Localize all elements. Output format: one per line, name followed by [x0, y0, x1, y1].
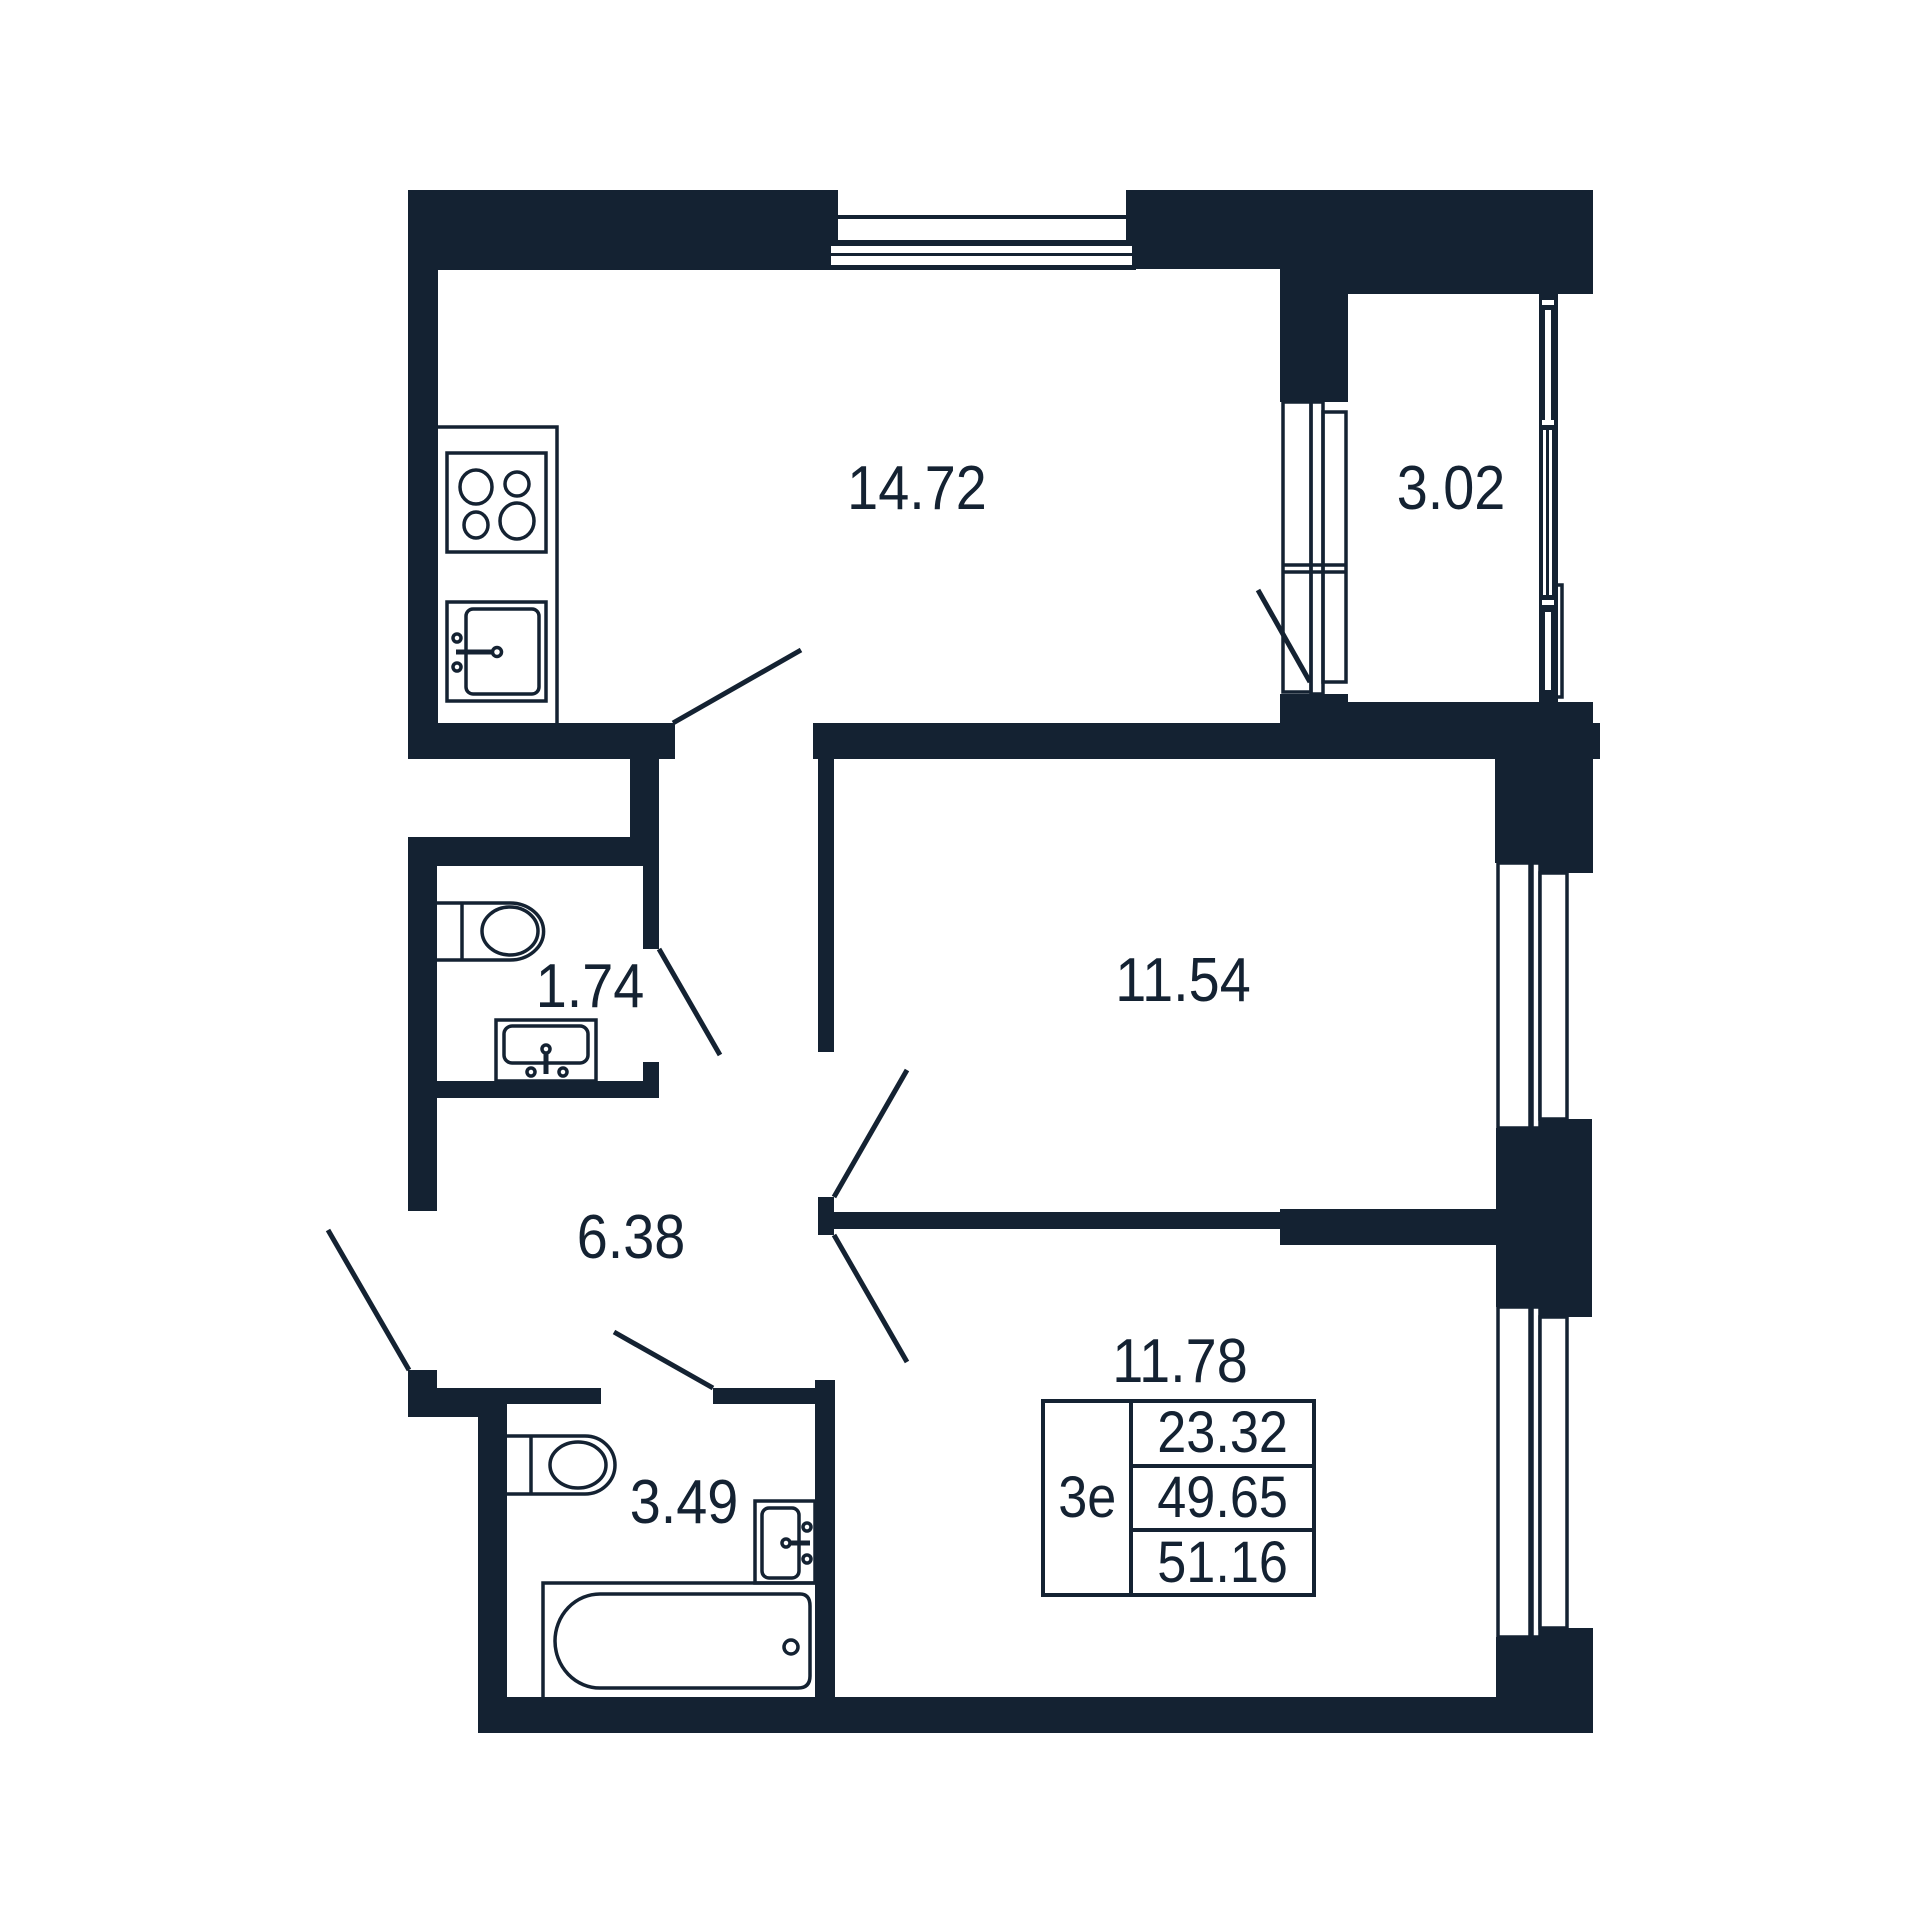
door-balcony [1255, 588, 1313, 684]
wall-balcony-bottom [1280, 694, 1348, 759]
area-label-bedroom-1: 11.54 [1115, 946, 1251, 1015]
living-area: 23.32 [1157, 1400, 1288, 1466]
window-icon [1496, 861, 1569, 1130]
wall-partition-thin [834, 1212, 1284, 1229]
area-label-wc: 1.74 [535, 952, 645, 1021]
wall-bedroom1-left [818, 723, 834, 1052]
total-area-balcony-row: 51.16 [1133, 1528, 1312, 1593]
living-area-row: 23.32 [1133, 1403, 1312, 1464]
toilet-icon [507, 1434, 617, 1496]
total-area: 49.65 [1157, 1465, 1288, 1530]
wall-right-pier-middle-outer [1540, 1119, 1592, 1317]
area-values: 23.32 49.65 51.16 [1133, 1403, 1312, 1593]
wall-left-kitchen [408, 190, 438, 759]
wall-partition-thick [1280, 1209, 1500, 1245]
washbasin-icon [753, 1499, 817, 1585]
area-label-kitchen-living: 14.72 [847, 454, 987, 523]
unit-type-cell: 3е [1045, 1403, 1133, 1593]
area-summary-table: 3е 23.32 49.65 51.16 [1041, 1399, 1316, 1597]
door-wc [656, 947, 723, 1057]
area-label-bedroom-2: 11.78 [1112, 1327, 1248, 1396]
door-bedroom1 [831, 1068, 910, 1199]
door-bedroom2 [831, 1233, 910, 1364]
balcony-door-frame [1281, 400, 1348, 696]
wall-wc-right [643, 837, 659, 949]
walls [408, 190, 1600, 1733]
wall-bath-top-left [437, 1388, 601, 1404]
wall-right-pier-upper-outer [1540, 702, 1593, 873]
wall-bottom [478, 1697, 1593, 1733]
wall-bath-right [815, 1380, 835, 1733]
stove-icon [445, 451, 548, 554]
area-label-bathroom: 3.49 [629, 1468, 739, 1537]
window-icon [827, 215, 1136, 270]
wall-kitchen-right [1280, 190, 1348, 402]
total-area-row: 49.65 [1133, 1463, 1312, 1530]
wall-wc-bottom [437, 1081, 659, 1098]
kitchen-counter [437, 425, 559, 723]
door-entrance [325, 1228, 412, 1372]
kitchen-sink-icon [445, 600, 548, 703]
washbasin-icon [494, 1018, 598, 1083]
wall-bath-left [478, 1388, 507, 1733]
total-area-with-balcony: 51.16 [1157, 1529, 1288, 1595]
area-label-balcony: 3.02 [1396, 454, 1506, 523]
wall-bedroom-door-stub [818, 1197, 834, 1235]
door-bathroom [612, 1329, 715, 1391]
door-kitchen [671, 647, 803, 726]
wall-top-left [408, 190, 838, 270]
area-label-hall: 6.38 [576, 1203, 686, 1272]
wall-left-hall [408, 837, 437, 1211]
bathtub-icon [541, 1581, 815, 1697]
toilet-icon [437, 901, 546, 962]
wall-bath-top-right [713, 1388, 834, 1404]
wall-wc-bottom-stub [643, 1062, 659, 1098]
door-icon [325, 588, 1313, 1391]
window-icon [1496, 1305, 1569, 1639]
unit-type: 3е [1057, 1465, 1117, 1530]
window-icon [1539, 294, 1564, 702]
wall-wc-top [408, 837, 659, 866]
